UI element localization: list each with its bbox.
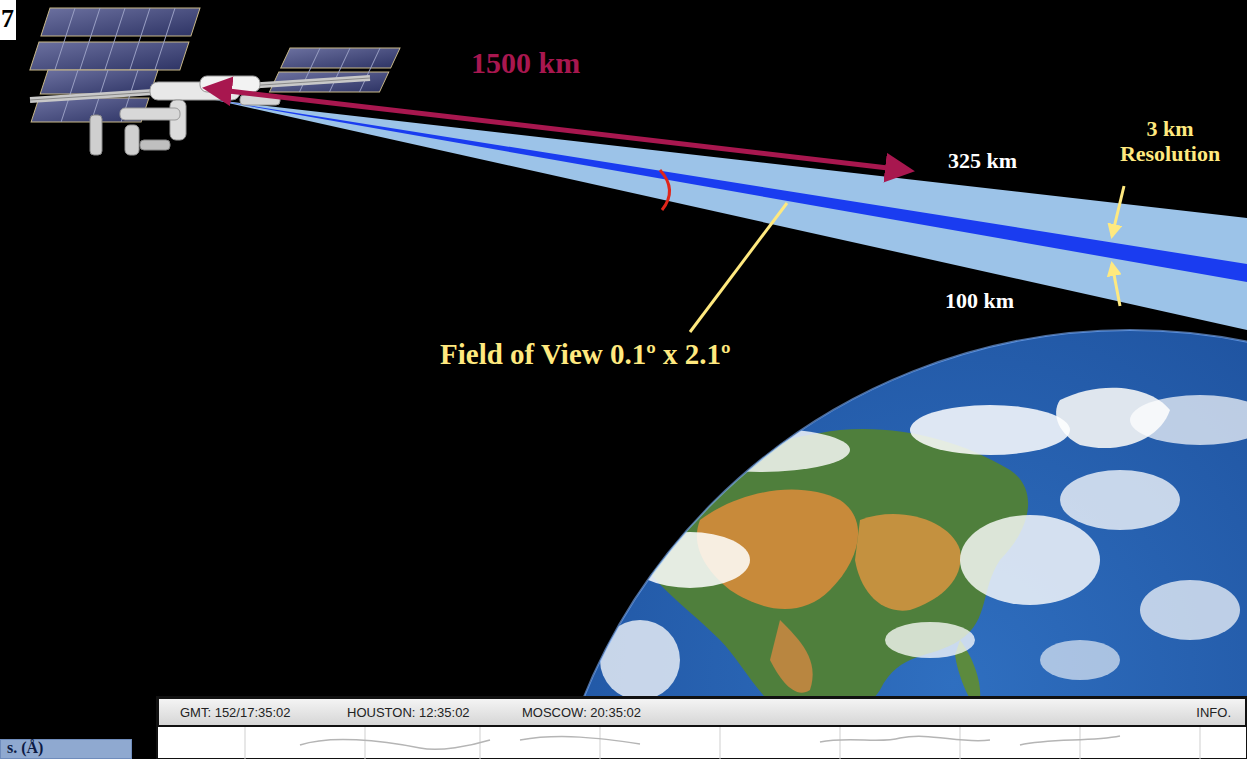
- resolution-arrow: [1112, 264, 1120, 306]
- tracking-map: [157, 697, 1247, 759]
- margin: [0, 0, 16, 40]
- field-of-view-cone: [215, 100, 1247, 330]
- iss-station: [30, 8, 400, 155]
- distance-arrow: [212, 89, 905, 170]
- diagram-label: 3 km Resolution: [1100, 116, 1240, 167]
- node-text: HOUSTON: 12:35:02: [347, 706, 470, 719]
- resolution-arrow: [1112, 186, 1124, 236]
- earth: [540, 330, 1247, 759]
- diagram-label: 1500 km: [468, 46, 583, 81]
- node-text: MOSCOW: 20:35:02: [522, 706, 641, 719]
- diagram-label: 325 km: [948, 148, 1017, 173]
- resolution-band: [215, 100, 1247, 282]
- leader-line: [690, 203, 787, 332]
- table-header-cell: s. (Å): [0, 739, 132, 759]
- node-text: GMT: 152/17:35:02: [180, 706, 291, 719]
- node-text: s. (Å): [7, 740, 43, 756]
- diagram-label: 100 km: [945, 288, 1014, 313]
- node-text: INFO.: [1196, 706, 1231, 719]
- diagram-label: 7: [1, 4, 14, 34]
- earth-limb: [540, 330, 1247, 759]
- status-bar: GMT: 152/17:35:02 HOUSTON: 12:35:02 MOSCOW…: [157, 697, 1247, 727]
- diagram-label: Field of View 0.1º x 2.1º: [440, 338, 731, 371]
- angle-arc: [660, 170, 670, 210]
